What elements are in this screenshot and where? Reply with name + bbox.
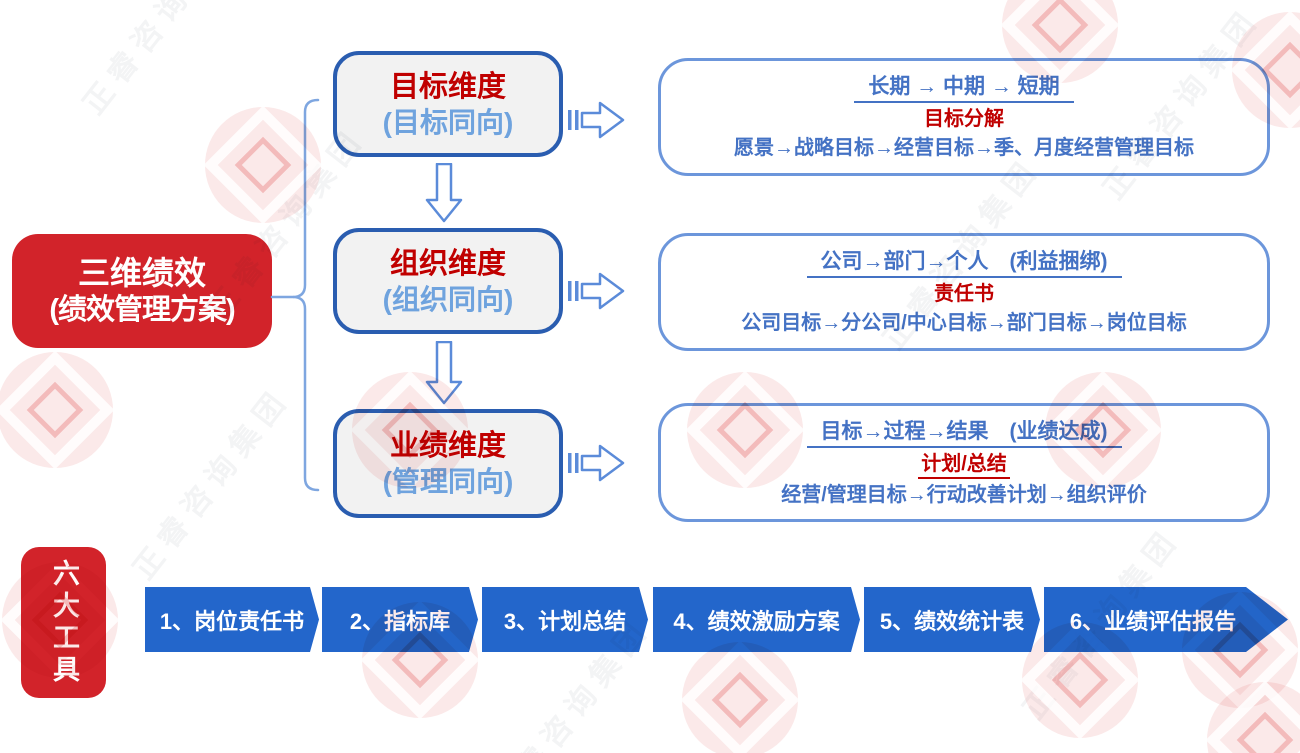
right-arrow-icon <box>568 272 625 310</box>
tool-label: 1、岗位责任书 <box>159 608 305 634</box>
dimension-box-performance: 业绩维度 (管理同向) <box>333 409 563 518</box>
tool-item-plan-summary: 3、计划总结 <box>482 587 648 652</box>
dimension-name: 业绩维度 <box>389 430 506 462</box>
dimension-subtitle: (管理同向) <box>382 466 514 497</box>
dimension-box-organization: 组织维度 (组织同向) <box>333 228 563 334</box>
down-arrow-icon <box>425 163 463 223</box>
tool-item-evaluation-report: 6、业绩评估报告 <box>1044 587 1288 652</box>
detail-line3: 经营/管理目标→行动改善计划→组织评价 <box>781 483 1147 506</box>
tool-label: 2、指标库 <box>349 608 451 634</box>
detail-line2: 责任书 <box>934 283 994 305</box>
logo-watermark <box>0 350 115 470</box>
text-watermark: 正睿咨询集团 <box>77 0 248 121</box>
tool-label: 4、绩效激励方案 <box>673 608 840 634</box>
detail-line1: 目标→过程→结果 (业绩达成) <box>806 418 1122 448</box>
detail-line2: 计划/总结 <box>918 451 1010 479</box>
dimension-box-goal: 目标维度 (目标同向) <box>333 51 563 157</box>
tool-item-responsibility-book: 1、岗位责任书 <box>145 587 319 652</box>
detail-line3: 公司目标→分公司/中心目标→部门目标→岗位目标 <box>741 312 1187 334</box>
right-arrow-icon <box>568 444 625 482</box>
down-arrow-icon <box>425 341 463 405</box>
root-title: 三维绩效 <box>77 255 206 291</box>
root-subtitle: (绩效管理方案) <box>49 294 235 326</box>
root-box-three-dimension-performance: 三维绩效 (绩效管理方案) <box>12 234 272 348</box>
detail-line2: 目标分解 <box>924 108 1004 130</box>
tool-label: 5、绩效统计表 <box>879 608 1025 634</box>
logo-watermark <box>1205 680 1300 753</box>
detail-box-performance: 目标→过程→结果 (业绩达成) 计划/总结 经营/管理目标→行动改善计划→组织评… <box>658 403 1270 522</box>
tool-item-statistics-table: 5、绩效统计表 <box>864 587 1040 652</box>
dimension-name: 目标维度 <box>389 70 506 103</box>
detail-line3: 愿景→战略目标→经营目标→季、月度经营管理目标 <box>734 137 1194 159</box>
tool-label: 3、计划总结 <box>503 608 627 634</box>
detail-line1: 公司→部门→个人 (利益捆绑) <box>806 248 1122 278</box>
detail-box-organization: 公司→部门→个人 (利益捆绑) 责任书 公司目标→分公司/中心目标→部门目标→岗… <box>658 233 1270 351</box>
tool-item-indicator-library: 2、指标库 <box>322 587 478 652</box>
dimension-name: 组织维度 <box>389 247 506 280</box>
tool-label: 6、业绩评估报告 <box>1069 608 1237 634</box>
brace-connector <box>270 98 320 492</box>
logo-watermark <box>680 640 800 753</box>
tool-item-incentive-scheme: 4、绩效激励方案 <box>653 587 860 652</box>
detail-box-goal: 长期 → 中期 → 短期 目标分解 愿景→战略目标→经营目标→季、月度经营管理目… <box>658 58 1270 176</box>
right-arrow-icon <box>568 101 625 139</box>
dimension-subtitle: (目标同向) <box>382 106 514 138</box>
detail-line1: 长期 → 中期 → 短期 <box>854 73 1074 103</box>
dimension-subtitle: (组织同向) <box>382 283 514 315</box>
six-tools-label-box: 六大工具 <box>21 547 106 698</box>
six-tools-label: 六大工具 <box>49 558 79 687</box>
